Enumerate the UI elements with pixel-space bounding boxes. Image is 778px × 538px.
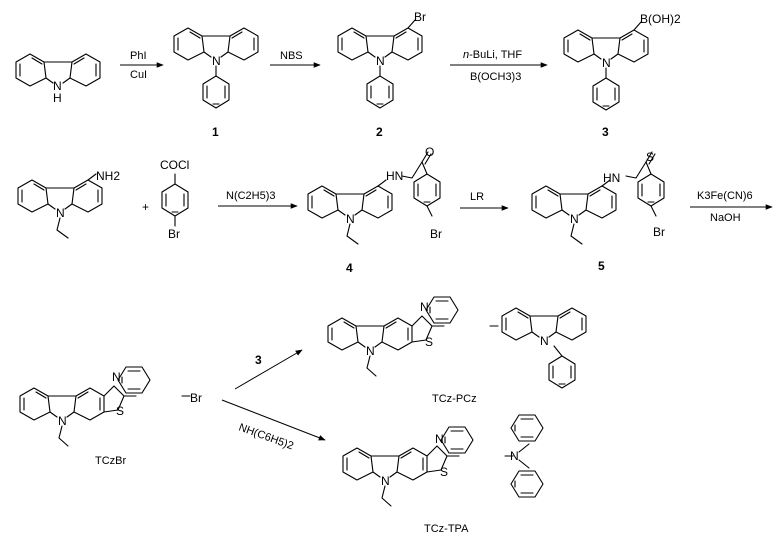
reagent-buli-thf: n-BuLi, THF <box>463 49 522 61</box>
reagent-diphenylamine: NH(C6H5)2 <box>237 422 295 453</box>
aminoethylcarbazole-structure <box>17 173 103 239</box>
atom-br: Br <box>190 391 202 405</box>
atom-hn: HN <box>386 169 403 183</box>
compound-label-3: 3 <box>602 125 609 139</box>
atom-n: N <box>53 79 62 93</box>
atom-thiazole-n: N <box>112 370 121 384</box>
reaction-arrow-upper <box>234 349 303 390</box>
reagent-naoh: NaOH <box>710 212 741 224</box>
compound-3-structure <box>563 21 649 111</box>
atom-thiazole-s: S <box>440 465 448 479</box>
atom-n: N <box>346 212 355 226</box>
atom-n: N <box>570 212 579 226</box>
atom-n: N <box>381 474 390 488</box>
reagent-compound-3: 3 <box>255 353 262 367</box>
atom-n: N <box>376 54 385 68</box>
compound-label-4: 4 <box>346 261 353 275</box>
atom-n: N <box>366 344 375 358</box>
atom-nh2: NH2 <box>96 169 120 183</box>
atom-thiazole-s: S <box>116 404 124 418</box>
atom-h: H <box>53 91 62 105</box>
compound-2-structure <box>337 19 423 109</box>
tcz-pcz-structure <box>327 296 587 389</box>
atom-o: O <box>425 145 434 159</box>
atom-n: N <box>58 414 67 428</box>
tcz-tpa-structure <box>342 414 544 507</box>
compound-label-1: 1 <box>212 125 219 139</box>
atom-s: S <box>646 150 654 164</box>
reaction-arrow-lower <box>221 399 326 441</box>
tczbr-structure <box>19 366 191 447</box>
atom-br: Br <box>168 227 180 241</box>
atom-br: Br <box>430 227 442 241</box>
reagent-nbs: NBS <box>280 50 303 62</box>
compound-label-tczbr: TCzBr <box>95 455 127 467</box>
atom-thiazole-n: N <box>435 432 444 446</box>
compound-label-tcz-pcz: TCz-PCz <box>432 393 477 405</box>
atom-hn: HN <box>603 171 620 185</box>
reagent-ferricyanide: K3Fe(CN)6 <box>697 190 753 202</box>
compound-5-structure <box>531 151 665 245</box>
atom-thiazole-n: N <box>420 300 429 314</box>
atom-br: Br <box>653 225 665 239</box>
reagent-phi: PhI <box>130 50 147 62</box>
compound-label-2: 2 <box>376 125 383 139</box>
atom-boronic-acid: B(OH)2 <box>640 12 681 26</box>
atom-thiazole-s: S <box>425 335 433 349</box>
reagent-trimethyl-borate: B(OCH3)3 <box>470 71 521 83</box>
compound-4-structure <box>307 151 441 245</box>
atom-br: Br <box>414 10 426 24</box>
compound-1-structure <box>173 27 259 109</box>
atom-n: N <box>212 54 221 68</box>
atom-n: N <box>540 334 549 348</box>
bromobenzoyl-chloride-structure <box>161 173 189 227</box>
plus-sign: + <box>142 200 149 214</box>
compound-label-tcz-tpa: TCz-TPA <box>424 523 469 535</box>
atom-amine-n: N <box>510 449 519 463</box>
atom-cocl: COCl <box>160 158 189 172</box>
reagent-lawesson: LR <box>470 191 484 203</box>
reagent-triethylamine: N(C2H5)3 <box>226 190 276 202</box>
atom-n: N <box>602 56 611 70</box>
reagent-cui: CuI <box>130 69 147 81</box>
compound-label-5: 5 <box>598 259 605 273</box>
atom-n: N <box>56 206 65 220</box>
